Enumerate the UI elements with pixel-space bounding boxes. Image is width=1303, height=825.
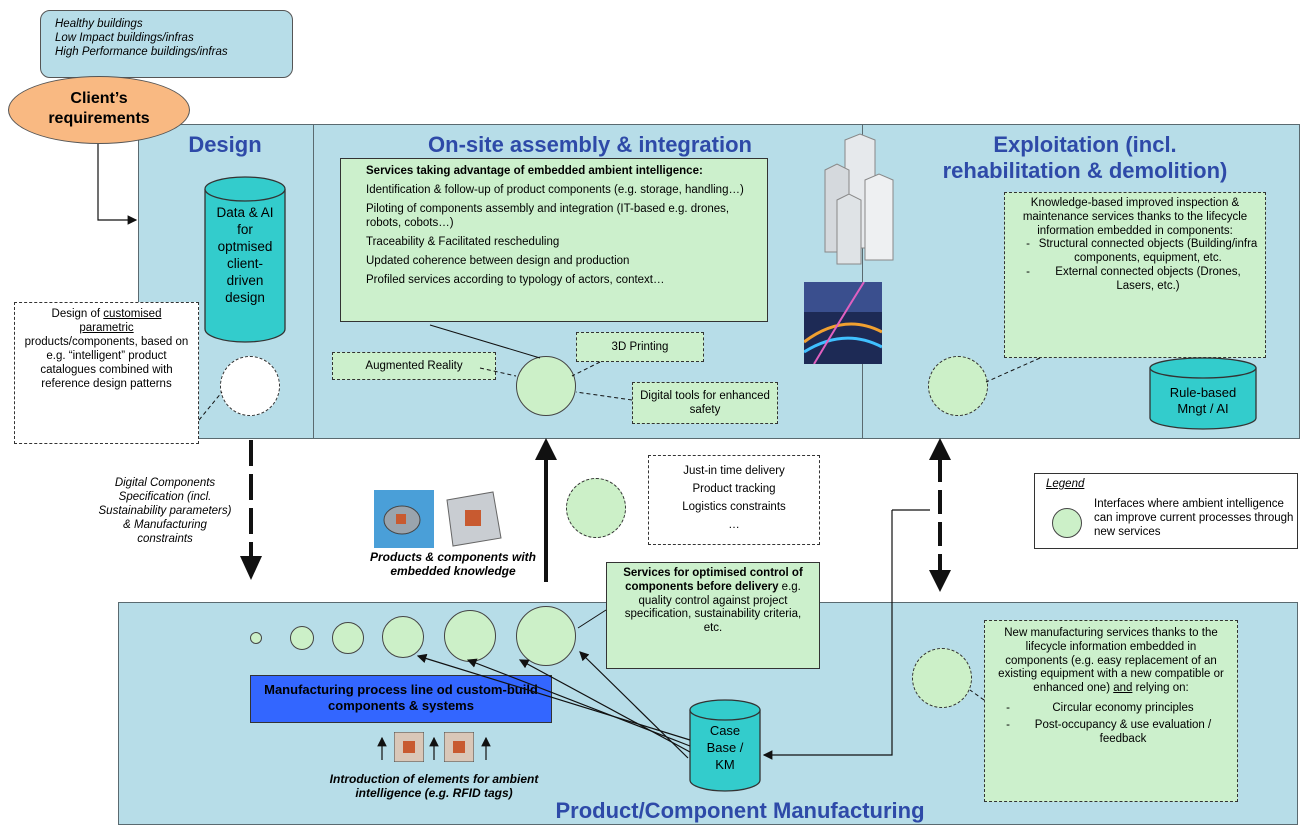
digital-spec-label: Digital Components Specification (incl. … bbox=[98, 477, 232, 545]
rfid-caption: Introduction of elements for ambient int… bbox=[329, 772, 539, 800]
services-title: Services taking advantage of embedded am… bbox=[366, 165, 703, 177]
legend-text: Interfaces where ambient intelligence ca… bbox=[1094, 498, 1294, 538]
service-item: Traceability & Facilitated rescheduling bbox=[366, 236, 560, 248]
service-item: Piloting of components assembly and inte… bbox=[366, 203, 730, 229]
client-goal: Low Impact buildings/infras bbox=[55, 32, 194, 44]
legend-box bbox=[1034, 473, 1298, 549]
delivery-interface-circle bbox=[566, 478, 626, 538]
buildings-icon bbox=[824, 133, 894, 265]
exploit-arrowhead-down bbox=[929, 570, 951, 592]
design-interface-circle bbox=[220, 356, 280, 416]
design-title: Design bbox=[188, 132, 262, 157]
services-box: Services taking advantage of embedded am… bbox=[340, 158, 768, 322]
3d-printing-callout: 3D Printing bbox=[576, 332, 704, 362]
rule-based-label: Rule-based Mngt / AI bbox=[1169, 385, 1237, 416]
manufacturing-line-box: Manufacturing process line od custom-bui… bbox=[250, 675, 552, 723]
growth-circle bbox=[250, 632, 262, 644]
client-goals-box: Healthy buildings Low Impact buildings/i… bbox=[40, 10, 293, 78]
legend-circle bbox=[1052, 508, 1082, 538]
knowledge-box: Knowledge-based improved inspection & ma… bbox=[1004, 192, 1266, 358]
augmented-reality-callout: Augmented Reality bbox=[332, 352, 496, 380]
rfid-tag-icon bbox=[394, 732, 424, 762]
client-goal: Healthy buildings bbox=[55, 18, 143, 30]
client-connector bbox=[97, 144, 138, 225]
new-mfg-services-box: New manufacturing services thanks to the… bbox=[984, 620, 1238, 802]
wall-panel-image bbox=[446, 491, 502, 547]
manufacturing-title: Product/Component Manufacturing bbox=[555, 798, 925, 823]
exploitation-title-2: rehabilitation & demolition) bbox=[942, 158, 1228, 183]
case-base-label: Case Base / KM bbox=[706, 723, 744, 772]
design-arrowhead bbox=[240, 556, 262, 580]
onsite-arrowhead bbox=[535, 438, 557, 460]
design-note-box: Design of customised parametric products… bbox=[14, 302, 199, 444]
growth-circle bbox=[382, 616, 424, 658]
client-oval-line1: Client’s bbox=[70, 90, 128, 107]
new-mfg-interface-circle bbox=[912, 648, 972, 708]
service-item: Updated coherence between design and pro… bbox=[366, 255, 630, 267]
client-oval-line2: requirements bbox=[48, 110, 150, 127]
optimised-services-box: Services for optimised control of compon… bbox=[606, 562, 820, 669]
legend-title: Legend bbox=[1046, 478, 1085, 490]
client-goal: High Performance buildings/infras bbox=[55, 46, 228, 58]
smart-highway-image bbox=[804, 282, 882, 364]
growth-circle bbox=[332, 622, 364, 654]
manufacturing-interface-circle bbox=[516, 606, 576, 666]
onsite-interface-circle bbox=[516, 356, 576, 416]
exploit-arrowhead-up bbox=[929, 438, 951, 460]
service-item: Profiled services according to typology … bbox=[366, 274, 665, 286]
exploitation-interface-circle bbox=[928, 356, 988, 416]
delivery-box: Just-in time delivery Product tracking L… bbox=[648, 455, 820, 545]
products-caption: Products & components with embedded know… bbox=[369, 550, 536, 578]
service-item: Identification & follow-up of product co… bbox=[366, 184, 744, 196]
exploitation-title-1: Exploitation (incl. bbox=[993, 132, 1177, 157]
component-image bbox=[374, 490, 434, 548]
safety-callout: Digital tools for enhanced safety bbox=[632, 382, 778, 424]
case-base-cylinder bbox=[689, 699, 761, 792]
growth-circle bbox=[290, 626, 314, 650]
rule-based-cylinder bbox=[1149, 357, 1257, 430]
feedback-connector bbox=[762, 510, 893, 760]
data-ai-label: Data & AI for optmised client- driven de… bbox=[216, 205, 274, 305]
onsite-title: On-site assembly & integration bbox=[428, 132, 752, 157]
client-requirements-oval: Client’s requirements bbox=[8, 76, 190, 144]
data-ai-cylinder bbox=[204, 176, 286, 343]
rfid-tag-icon bbox=[444, 732, 474, 762]
